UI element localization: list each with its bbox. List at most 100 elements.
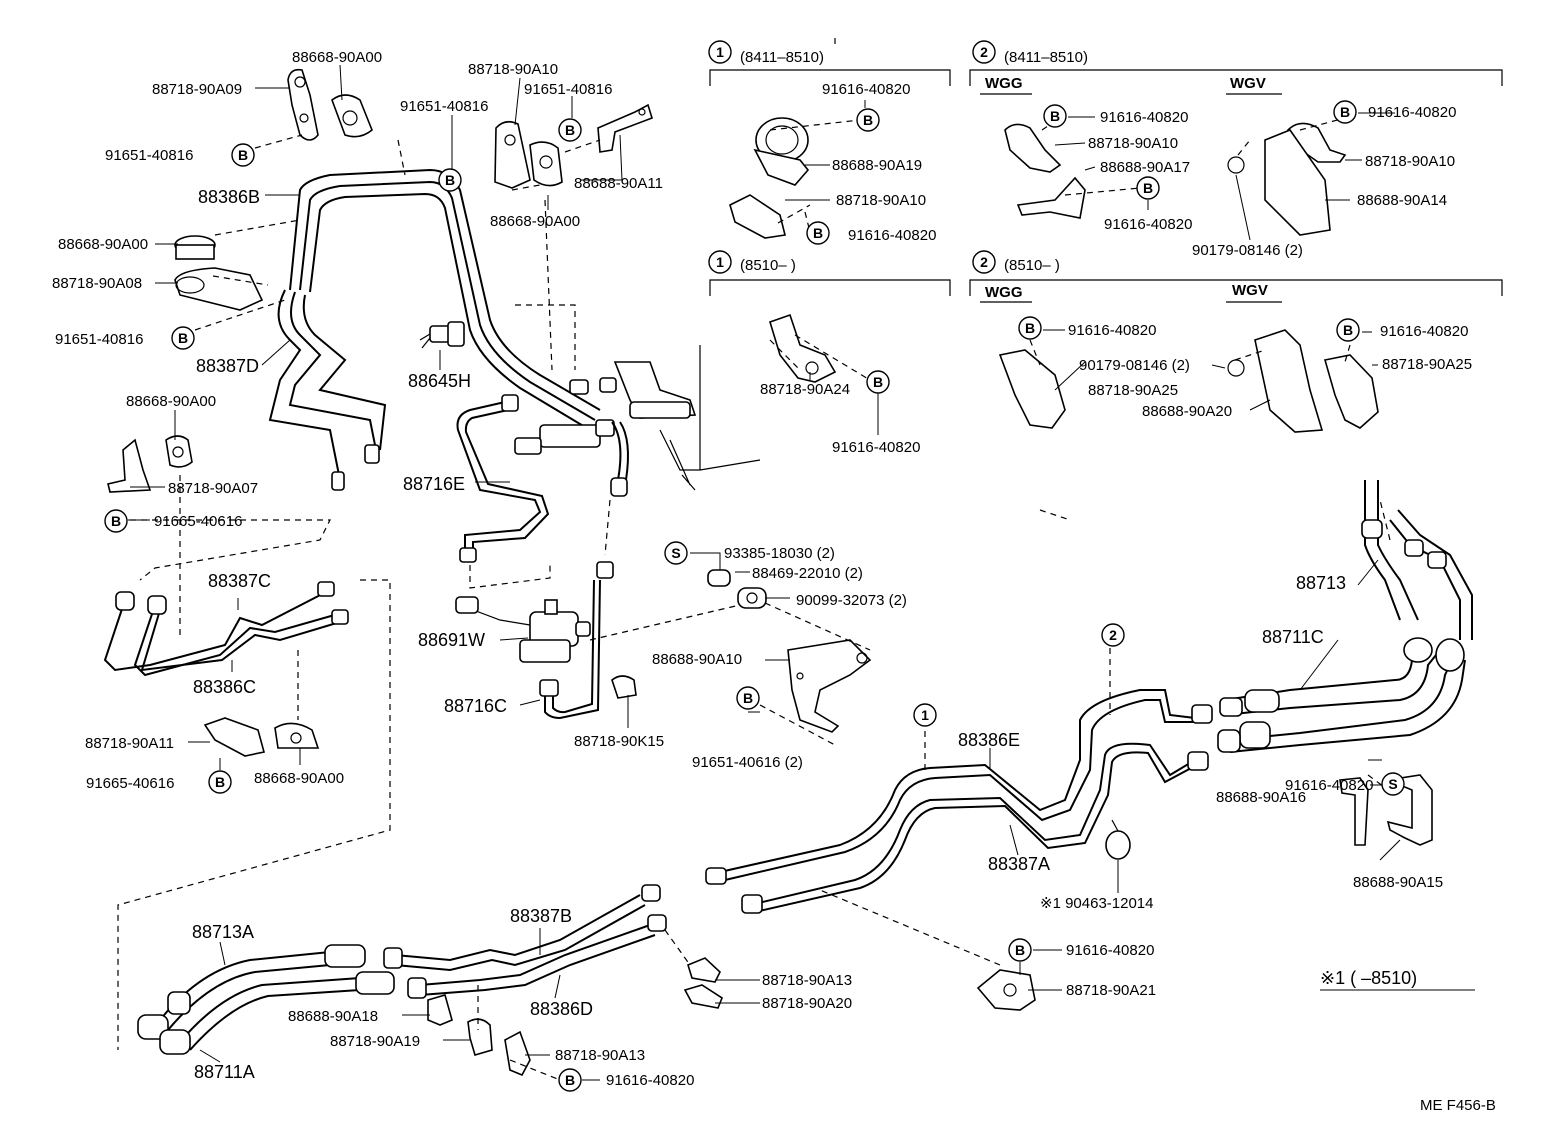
svg-text:88688-90A14: 88688-90A14	[1357, 192, 1447, 209]
svg-text:B: B	[238, 147, 248, 163]
svg-text:(8510– ): (8510– )	[740, 257, 796, 274]
svg-text:88718-90A10: 88718-90A10	[836, 192, 926, 209]
svg-text:91651-40816: 91651-40816	[105, 147, 193, 164]
junction-block	[514, 345, 761, 491]
svg-text:88718-90A19: 88718-90A19	[330, 1033, 420, 1050]
svg-text:88716C: 88716C	[444, 696, 507, 716]
svg-text:91616-40820: 91616-40820	[606, 1072, 694, 1089]
svg-text:91616-40820: 91616-40820	[1066, 942, 1154, 959]
svg-text:91616-40820: 91616-40820	[832, 439, 920, 456]
svg-text:(8411–8510): (8411–8510)	[1004, 49, 1088, 66]
svg-text:90179-08146 (2): 90179-08146 (2)	[1192, 242, 1303, 259]
svg-text:88688-90A15: 88688-90A15	[1353, 874, 1443, 891]
bracket-88688-90a20	[1227, 329, 1324, 433]
svg-text:88691W: 88691W	[418, 630, 485, 650]
svg-text:※1 ( –8510): ※1 ( –8510)	[1320, 968, 1417, 988]
svg-text:B: B	[743, 690, 753, 706]
bracket-88688-90a17	[1016, 176, 1086, 219]
svg-text:88387C: 88387C	[208, 571, 271, 591]
svg-text:88387D: 88387D	[196, 356, 259, 376]
section-header-2a: 2 (8411–8510) WGG WGV	[969, 40, 1503, 95]
svg-text:93385-18030 (2): 93385-18030 (2)	[724, 545, 835, 562]
svg-text:91616-40820: 91616-40820	[822, 81, 910, 98]
svg-text:88668-90A00: 88668-90A00	[254, 770, 344, 787]
svg-text:91616-40820: 91616-40820	[1068, 322, 1156, 339]
svg-text:88387A: 88387A	[988, 854, 1050, 874]
svg-text:90179-08146 (2): 90179-08146 (2)	[1079, 357, 1190, 374]
bracket-88688-90a14	[1227, 129, 1331, 236]
svg-text:88718-90A24: 88718-90A24	[760, 381, 850, 398]
svg-text:B: B	[111, 513, 121, 529]
svg-text:1: 1	[716, 254, 724, 270]
clamp-88718-90a25-wgg	[998, 349, 1066, 429]
svg-text:B: B	[565, 1072, 575, 1088]
svg-text:88713: 88713	[1296, 573, 1346, 593]
svg-text:88718-90A20: 88718-90A20	[762, 995, 852, 1012]
clamp-88718-90a10-r1	[729, 194, 786, 239]
svg-text:88387B: 88387B	[510, 906, 572, 926]
svg-text:(8510– ): (8510– )	[1004, 257, 1060, 274]
clip-88718-90k15	[611, 675, 637, 699]
svg-text:88711C: 88711C	[1262, 627, 1324, 647]
svg-text:88645H: 88645H	[408, 371, 471, 391]
hose-88713a	[137, 944, 395, 1055]
bracket-88688-90a10	[787, 639, 872, 733]
svg-text:B: B	[1143, 180, 1153, 196]
svg-text:88718-90K15: 88718-90K15	[574, 733, 664, 750]
tube-88716c	[539, 561, 614, 720]
svg-text:91651-40816: 91651-40816	[524, 81, 612, 98]
svg-text:B: B	[215, 774, 225, 790]
section-header-2b: 2 (8510– ) WGG WGV	[969, 250, 1503, 303]
svg-text:88718-90A08: 88718-90A08	[52, 275, 142, 292]
tube-88386e	[705, 689, 1213, 914]
clamp-88718-90a24	[769, 313, 837, 383]
hose-88713	[1361, 480, 1473, 640]
svg-text:B: B	[863, 112, 873, 128]
clamp-88718-90a10-r2	[1004, 123, 1062, 173]
tube-right-of-junction	[610, 421, 629, 497]
svg-text:2: 2	[980, 44, 988, 60]
switch-88645h	[419, 321, 465, 349]
svg-text:88718-90A10: 88718-90A10	[1088, 135, 1178, 152]
leader-lines	[128, 64, 1475, 1081]
clamp-88668-90a00-c	[165, 435, 193, 468]
svg-text:88668-90A00: 88668-90A00	[292, 49, 382, 66]
tube-88387b	[383, 884, 667, 999]
svg-text:88688-90A16: 88688-90A16	[1216, 789, 1306, 806]
svg-text:88718-90A09: 88718-90A09	[152, 81, 242, 98]
svg-text:88711A: 88711A	[194, 1062, 255, 1082]
hose-88711c	[1217, 637, 1466, 753]
svg-text:91651-40616 (2): 91651-40616 (2)	[692, 754, 803, 771]
bracket-88688-90a11	[597, 103, 653, 153]
svg-text:88668-90A00: 88668-90A00	[58, 236, 148, 253]
tube-88387d	[268, 289, 387, 491]
section-header-1a: 1 (8411–8510)	[708, 40, 951, 86]
clamp-88718-90a25-wgv	[1323, 354, 1379, 429]
svg-text:88688-90A20: 88688-90A20	[1142, 403, 1232, 420]
svg-text:91616-40820: 91616-40820	[1380, 323, 1468, 340]
svg-text:S: S	[671, 545, 680, 561]
svg-text:91616-40820: 91616-40820	[1285, 777, 1373, 794]
svg-text:1: 1	[716, 44, 724, 60]
svg-text:B: B	[178, 330, 188, 346]
svg-text:88469-22010 (2): 88469-22010 (2)	[752, 565, 863, 582]
svg-text:88668-90A00: 88668-90A00	[126, 393, 216, 410]
svg-text:B: B	[873, 374, 883, 390]
small-clips-lower	[427, 957, 723, 1077]
clamp-88668-90a00-a	[331, 94, 373, 138]
tube-88716e	[456, 394, 550, 563]
clamp-88718-90a08	[174, 267, 264, 311]
svg-text:88688-90A19: 88688-90A19	[832, 157, 922, 174]
svg-text:88688-90A17: 88688-90A17	[1100, 159, 1190, 176]
svg-text:B: B	[813, 225, 823, 241]
tube-88387c	[103, 581, 349, 677]
svg-text:B: B	[445, 172, 455, 188]
svg-text:91616-40820: 91616-40820	[1368, 104, 1456, 121]
svg-text:88718-90A10: 88718-90A10	[1365, 153, 1455, 170]
svg-text:※1 90463-12014: ※1 90463-12014	[1040, 895, 1154, 912]
svg-text:WGV: WGV	[1232, 282, 1268, 299]
svg-text:88713A: 88713A	[192, 922, 254, 942]
svg-text:88718-90A13: 88718-90A13	[555, 1047, 645, 1064]
svg-text:2: 2	[1109, 627, 1117, 643]
